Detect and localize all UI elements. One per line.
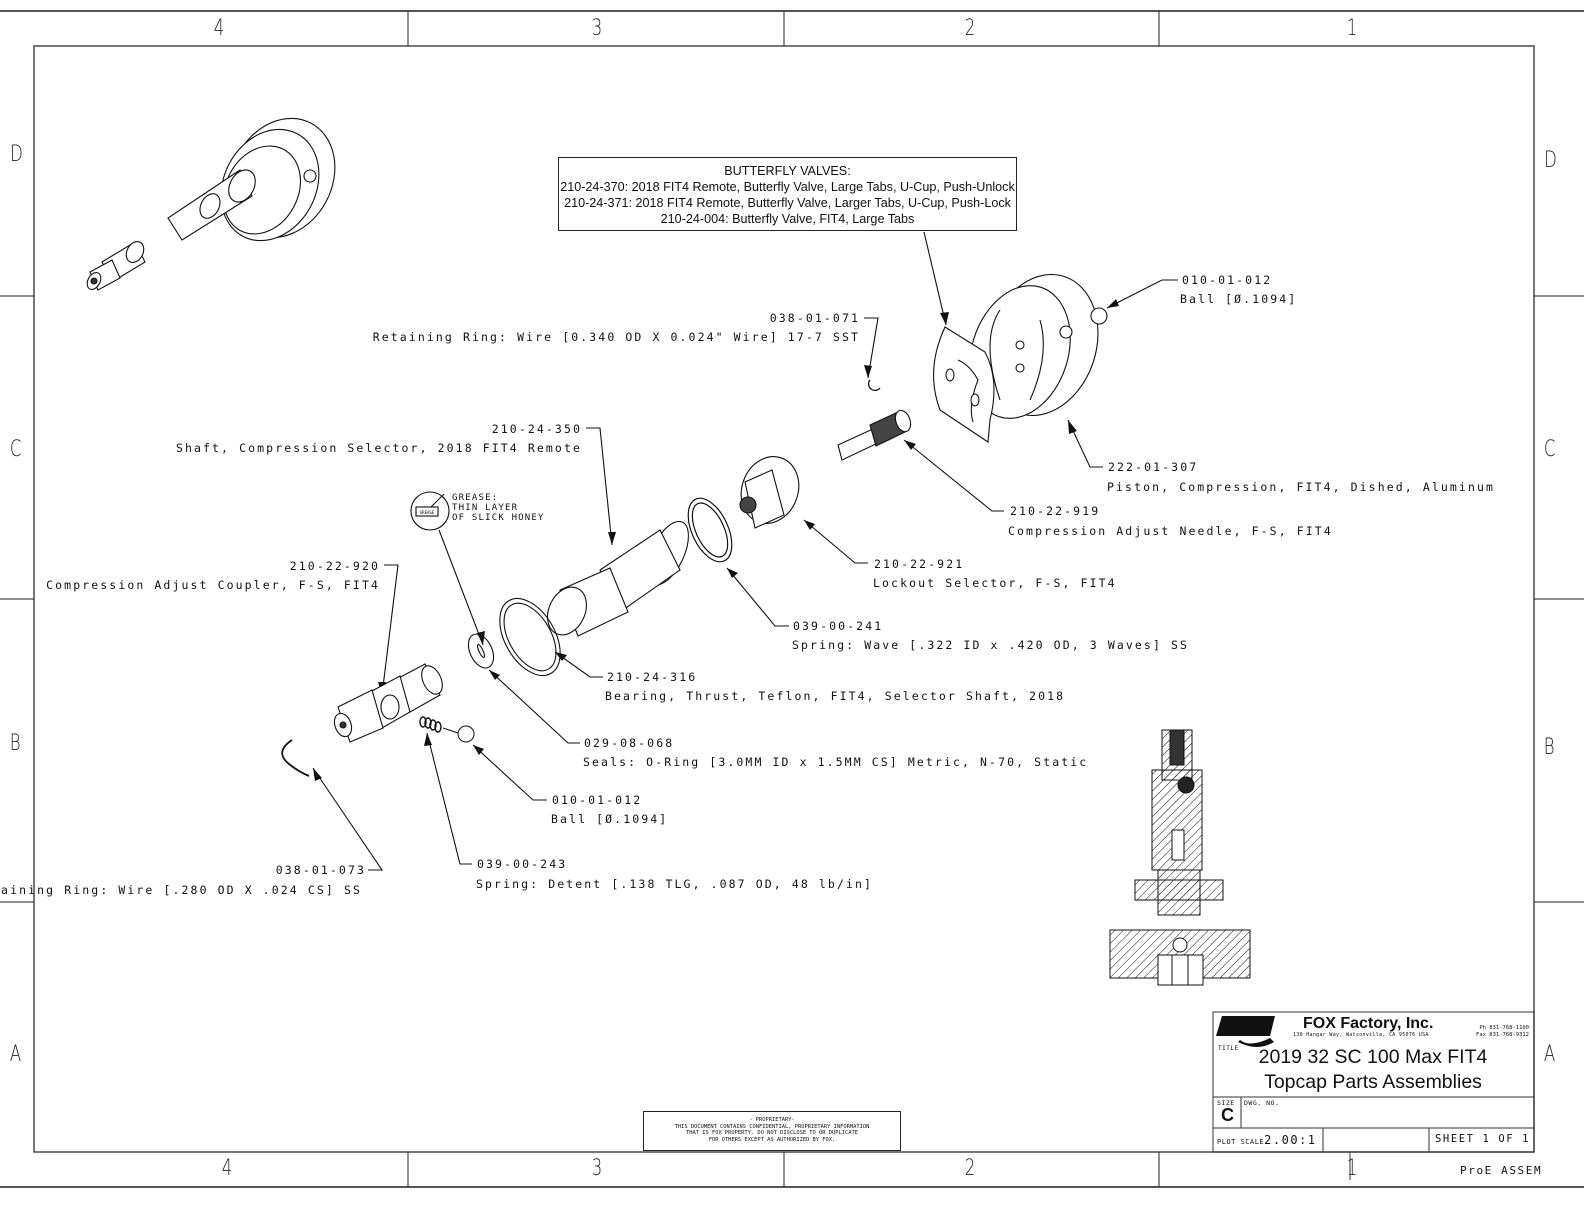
butterfly-valve-drawing	[933, 326, 995, 443]
title-block-frame	[1212, 1011, 1535, 1180]
grease-note-line: OF SLICK HONEY	[452, 513, 545, 523]
fox-logo	[1216, 1016, 1275, 1047]
sheet-number: SHEET 1 OF 1	[1435, 1133, 1531, 1145]
part-description: Shaft, Compression Selector, 2018 FIT4 R…	[175, 441, 582, 455]
part-description: Spring: Wave [.322 ID x .420 OD, 3 Waves…	[792, 638, 1190, 652]
size-label: SIZE	[1217, 1099, 1235, 1107]
o-ring-drawing	[467, 633, 495, 669]
part-number: 038-01-071	[769, 311, 860, 325]
plot-scale-value: 2.00:1	[1264, 1133, 1317, 1147]
company-name: FOX Factory, Inc.	[1303, 1015, 1434, 1032]
part-description: Bearing, Thrust, Teflon, FIT4, Selector …	[605, 689, 1066, 703]
part-description: Retaining Ring: Wire [.280 OD X .024 CS]…	[0, 883, 362, 897]
zone-col-4-top: 4	[213, 16, 225, 41]
grease-note: GREASE: THIN LAYER OF SLICK HONEY	[452, 493, 545, 523]
part-description: Spring: Detent [.138 TLG, .087 OD, 48 lb…	[476, 877, 874, 891]
zone-col-1-bottom: 1	[1346, 1156, 1358, 1181]
zone-col-1-top: 1	[1346, 16, 1358, 41]
part-number: 210-24-350	[491, 422, 582, 436]
part-number: 210-24-316	[607, 670, 698, 684]
detent-ball-drawing	[457, 725, 475, 743]
piston-drawing	[969, 273, 1108, 419]
butterfly-valves-note: BUTTERFLY VALVES: 210-24-370: 2018 FIT4 …	[558, 157, 1017, 231]
company-phone: Ph 831-768-1100	[1479, 1025, 1529, 1031]
part-number: 038-01-073	[275, 863, 366, 877]
company-phone-fax: Ph 831-768-1100 Fax 831-768-9312	[1476, 1025, 1529, 1039]
coupler-drawing	[333, 663, 443, 743]
part-description: Seals: O-Ring [3.0MM ID x 1.5MM CS] Metr…	[583, 755, 1089, 769]
zone-col-3-top: 3	[591, 16, 603, 41]
part-number: 039-00-243	[477, 857, 568, 871]
zone-row-a-right: A	[1543, 1042, 1556, 1067]
dwg-no-label: DWG. NO.	[1244, 1099, 1280, 1107]
zone-col-2-top: 2	[964, 16, 976, 41]
plot-scale: PLOT SCALE2.00:1	[1217, 1133, 1317, 1147]
grease-icon-label: GREASE	[420, 510, 435, 515]
proprietary-line: THIS DOCUMENT CONTAINS CONFIDENTIAL, PRO…	[674, 1123, 870, 1130]
butterfly-valve-line: 210-24-371: 2018 FIT4 Remote, Butterfly …	[564, 196, 1011, 210]
part-description: Lockout Selector, F-S, FIT4	[873, 576, 1117, 590]
title-label: TITLE	[1218, 1045, 1239, 1052]
grease-note-line: GREASE:	[452, 493, 499, 503]
part-description: Retaining Ring: Wire [0.340 OD X 0.024" …	[372, 330, 860, 344]
title-block: FOX Factory, Inc. 130 Hangar Way, Watson…	[1213, 1012, 1533, 1152]
thrust-bearing-drawing	[499, 597, 561, 677]
proe-assem-tag: ProE ASSEM	[1460, 1164, 1543, 1177]
part-number: 222-01-307	[1108, 460, 1199, 474]
proprietary-notice: - PROPRIETARY- THIS DOCUMENT CONTAINS CO…	[643, 1111, 901, 1151]
zone-row-a-left: A	[9, 1042, 22, 1067]
part-number: 210-22-920	[289, 559, 380, 573]
zone-col-2-bottom: 2	[964, 1156, 976, 1181]
plot-scale-label: PLOT SCALE	[1217, 1138, 1265, 1146]
part-number: 210-22-919	[1010, 504, 1101, 518]
part-number: 010-01-012	[552, 793, 643, 807]
selector-shaft-drawing	[547, 520, 689, 637]
part-number: 039-00-241	[793, 619, 884, 633]
butterfly-valves-heading: BUTTERFLY VALVES:	[724, 164, 851, 178]
wave-spring-drawing	[687, 497, 733, 563]
assembled-view-drawing	[86, 117, 336, 291]
needle-drawing	[837, 409, 912, 461]
zone-row-b-left: B	[9, 731, 21, 756]
part-description: Piston, Compression, FIT4, Dished, Alumi…	[1107, 480, 1496, 494]
company-address: 130 Hangar Way, Watsonville, CA 95076 US…	[1293, 1032, 1429, 1038]
part-description: Compression Adjust Needle, F-S, FIT4	[1008, 524, 1333, 538]
butterfly-valve-line: 210-24-004: Butterfly Valve, FIT4, Large…	[660, 212, 915, 226]
drawing-title-line1: 2019 32 SC 100 Max FIT4	[1258, 1046, 1488, 1068]
drawing-title-line2: Topcap Parts Assemblies	[1264, 1071, 1482, 1093]
retaining-ring-073-drawing	[281, 739, 310, 777]
grease-note-line: THIN LAYER	[452, 503, 519, 513]
zone-col-3-bottom: 3	[591, 1156, 603, 1181]
butterfly-valve-line: 210-24-370: 2018 FIT4 Remote, Butterfly …	[560, 180, 1015, 194]
size-value: C	[1221, 1105, 1234, 1125]
section-view-drawing	[1109, 729, 1251, 986]
zone-row-b-right: B	[1543, 735, 1555, 760]
part-number: 010-01-012	[1182, 273, 1273, 287]
part-description: Compression Adjust Coupler, F-S, FIT4	[46, 578, 380, 592]
grease-icon	[410, 491, 450, 531]
proprietary-line: THAT IS FOX PROPERTY. DO NOT DISCLOSE TO…	[685, 1130, 858, 1137]
company-fax: Fax 831-768-9312	[1476, 1032, 1529, 1038]
proprietary-line: FOR OTHERS EXCEPT AS AUTHORIZED BY FOX.	[708, 1136, 836, 1143]
zone-row-c-left: C	[9, 437, 22, 462]
part-description: Ball [Ø.1094]	[1180, 292, 1298, 306]
part-number: 029-08-068	[584, 736, 675, 750]
zone-row-d-right: D	[1544, 148, 1557, 173]
part-description: Ball [Ø.1094]	[551, 812, 669, 826]
proprietary-line: - PROPRIETARY-	[749, 1117, 795, 1123]
zone-col-4-bottom: 4	[221, 1156, 233, 1181]
zone-row-d-left: D	[10, 142, 23, 167]
retaining-ring-071-drawing	[867, 379, 881, 392]
zone-row-c-right: C	[1543, 437, 1556, 462]
leader-lines	[312, 231, 1178, 871]
lockout-selector-drawing	[739, 456, 800, 529]
detent-spring-drawing	[419, 716, 442, 733]
part-number: 210-22-921	[874, 557, 965, 571]
